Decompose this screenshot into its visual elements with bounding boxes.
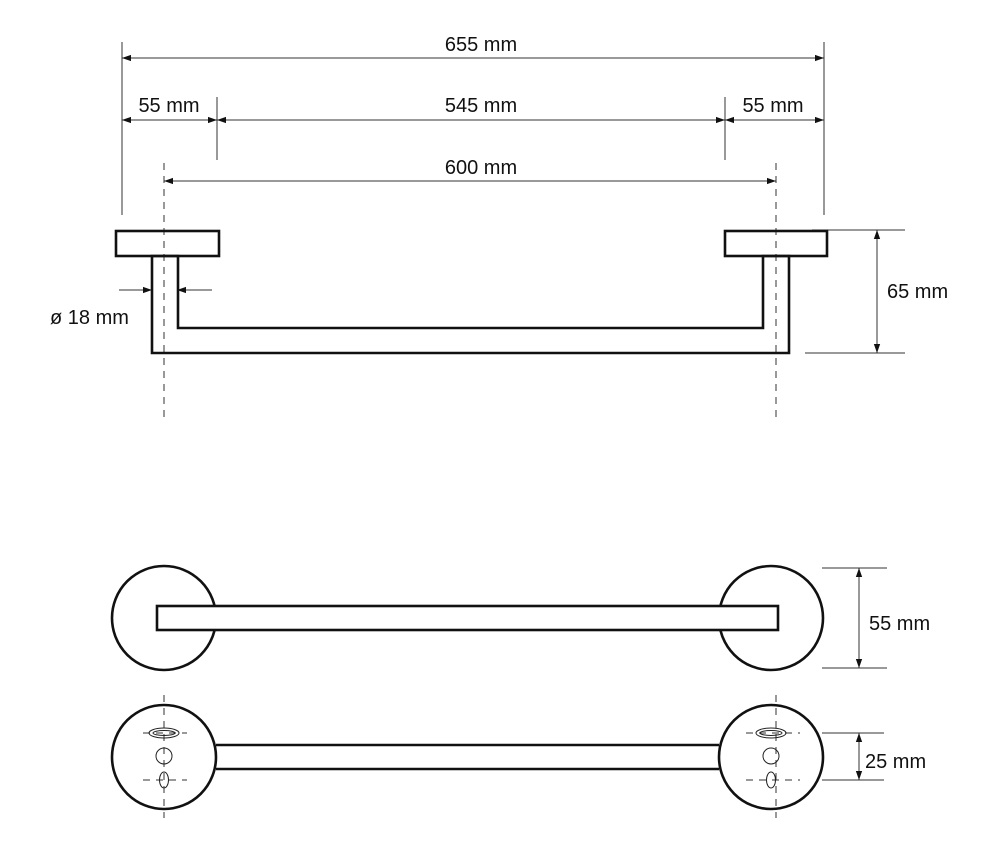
dimension-rose-diameter: 55 mm	[822, 567, 930, 669]
right-rose-mount	[717, 703, 825, 811]
extension-lines-top	[121, 42, 825, 215]
towel-bar-profile	[150, 254, 791, 355]
dimension-hole-spacing: 25 mm	[822, 732, 926, 781]
dimension-label-span: 545 mm	[445, 95, 517, 117]
dimension-label-center-distance: 600 mm	[445, 157, 517, 179]
left-rose-mount	[110, 703, 218, 811]
dimension-overall-width: 655 mm	[122, 34, 824, 62]
front-view	[114, 229, 829, 355]
dimension-rose-and-span: 55 mm 545 mm 55 mm	[122, 95, 824, 124]
bar-top	[155, 604, 780, 632]
dimension-label-left-rose: 55 mm	[138, 95, 199, 117]
mounting-view	[110, 703, 825, 811]
centerlines	[143, 163, 800, 818]
dimension-label-overall-width: 655 mm	[445, 34, 517, 56]
dimension-label-right-rose: 55 mm	[742, 95, 803, 117]
left-mounting-holes	[148, 727, 180, 789]
top-view	[110, 564, 825, 672]
right-mounting-holes	[755, 727, 787, 789]
dimension-center-distance: 600 mm	[164, 157, 776, 185]
dimension-label-projection-depth: 65 mm	[887, 281, 948, 303]
dimension-label-tube-diameter: ø 18 mm	[50, 307, 129, 329]
dimension-label-hole-spacing: 25 mm	[865, 751, 926, 773]
dimension-tube-diameter: ø 18 mm	[50, 286, 212, 329]
dimension-label-rose-diameter: 55 mm	[869, 613, 930, 635]
left-wall-rose-side	[114, 229, 221, 258]
